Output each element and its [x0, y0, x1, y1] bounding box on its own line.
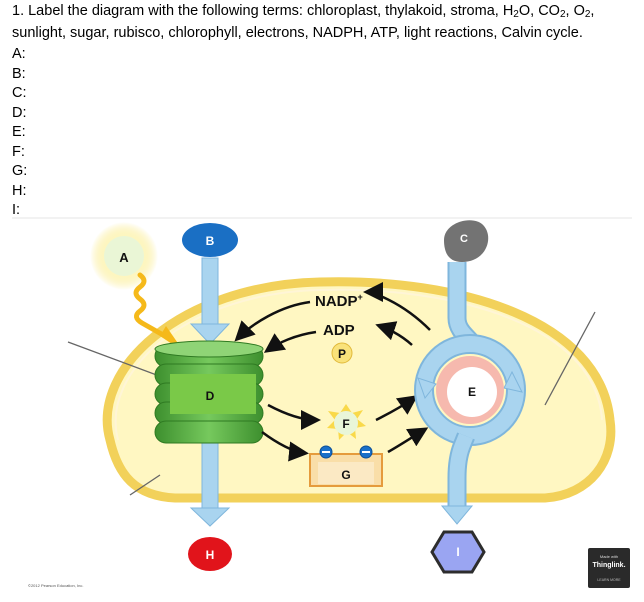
- label-b: B: [206, 234, 215, 248]
- answer-label-c[interactable]: C:: [12, 85, 27, 101]
- i-arrow-shaft: [449, 433, 473, 508]
- label-f: F: [342, 417, 349, 431]
- membrane-inner-highlight: [114, 288, 603, 441]
- h-arrowhead: [189, 507, 231, 527]
- answer-label-h[interactable]: H:: [12, 182, 27, 199]
- sunlight-core: [104, 236, 144, 276]
- answer-labels: A: B: C: D: E: F: G: H: I:: [12, 45, 632, 221]
- g-box-inner: [318, 462, 374, 484]
- label-a: A: [119, 250, 129, 265]
- electron-1-minus: [322, 451, 330, 453]
- arrow-to-nadp: [363, 282, 431, 331]
- question-block: 1. Label the diagram with the following …: [12, 2, 632, 221]
- arrow-f-to-calvin: [375, 395, 419, 422]
- arrow-nadp-to-thylakoid: [234, 300, 311, 342]
- phosphate-circle: [331, 342, 353, 364]
- arrow-g-to-calvin: [387, 427, 429, 454]
- label-e: E: [468, 385, 476, 399]
- answer-label-a[interactable]: A:: [12, 46, 26, 62]
- c-blob: [444, 220, 489, 262]
- calvin-center: [447, 367, 497, 417]
- b-arrow-shaft: [201, 257, 219, 327]
- f-circle: [334, 411, 358, 435]
- answer-label-e[interactable]: E:: [12, 124, 26, 140]
- label-d: D: [206, 389, 215, 403]
- calvin-arrowhead-left: [417, 377, 437, 400]
- nadp-label: NADP+: [315, 292, 363, 310]
- arrow-thylakoid-to-f: [267, 403, 321, 430]
- question-text: 1. Label the diagram with the following …: [12, 3, 595, 41]
- h-arrow-shaft: [201, 435, 219, 511]
- badge-line-2: Thinglink.: [592, 562, 626, 569]
- calvin-arrowhead-right: [503, 370, 523, 393]
- arrow-thylakoid-to-g: [261, 430, 309, 462]
- leader-line-stroma: [129, 474, 161, 496]
- adp-label: ADP: [323, 322, 355, 339]
- electron-2-minus: [362, 451, 370, 453]
- h-blob: [188, 537, 232, 571]
- b-arrowhead: [189, 323, 231, 345]
- arrow-adp-to-thylakoid: [263, 330, 317, 353]
- badge-line-3: LEARN MORE: [597, 578, 621, 582]
- i-arrowhead: [440, 505, 474, 525]
- answer-label-d[interactable]: D:: [12, 104, 27, 121]
- sugar-hexagon: [430, 530, 486, 574]
- copyright-text: ©2012 Pearson Education, Inc.: [28, 583, 84, 588]
- answer-label-b[interactable]: B:: [12, 65, 26, 82]
- answer-label-i[interactable]: I:: [12, 202, 21, 218]
- answer-label-g[interactable]: G:: [12, 163, 28, 179]
- d-box: [170, 374, 256, 414]
- badge-line-1: Made with: [599, 554, 619, 559]
- label-c: C: [460, 233, 468, 245]
- sunlight-wave: [133, 272, 175, 343]
- phosphate-label: P: [338, 347, 346, 361]
- label-g: G: [341, 468, 350, 482]
- thinglink-badge[interactable]: Made with Thinglink. LEARN MORE: [588, 548, 630, 588]
- leader-line-thylakoid: [67, 341, 171, 381]
- arrow-to-adp: [375, 321, 413, 346]
- answer-label-f[interactable]: F:: [12, 143, 25, 160]
- b-blob: [182, 223, 238, 257]
- leader-line-chloroplast: [544, 311, 596, 406]
- label-h: H: [206, 548, 215, 562]
- label-i: I: [456, 545, 459, 559]
